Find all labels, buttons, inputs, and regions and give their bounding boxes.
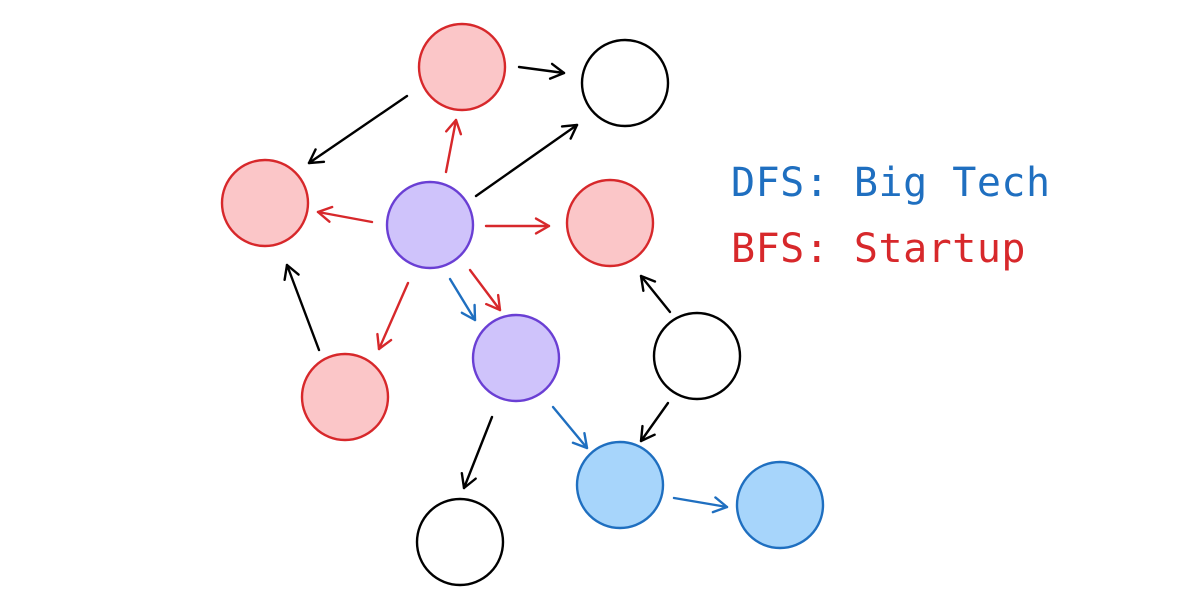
edge-line <box>285 263 321 352</box>
edge-layer <box>283 62 729 514</box>
edge-line <box>444 118 458 174</box>
arrowhead <box>283 263 300 282</box>
node-layer <box>220 22 825 587</box>
edge-start-to-left-bfs <box>316 205 374 224</box>
node-right <box>565 178 655 268</box>
edge-start-to-top-bfs <box>444 118 463 174</box>
node-top <box>417 22 507 112</box>
edge-middle-to-bottom-neutral <box>460 415 494 490</box>
node-bottom <box>415 497 505 587</box>
edge-line <box>307 94 409 165</box>
edge-middle-to-blue-a-dfs <box>551 405 589 450</box>
edge-start-to-right-bfs <box>484 217 551 235</box>
arrowhead <box>376 332 393 351</box>
arrowhead <box>316 205 334 223</box>
edge-line <box>474 123 579 198</box>
node-blue-b <box>735 460 825 550</box>
edge-start-to-middle-bfs <box>468 268 502 312</box>
edge-line <box>448 277 477 322</box>
arrowhead <box>307 148 326 165</box>
arrowhead <box>639 274 657 293</box>
edge-line <box>672 496 729 509</box>
edge-mid-right-to-right-neutral <box>639 274 672 314</box>
arrowhead <box>460 471 477 490</box>
edge-line <box>517 65 566 75</box>
arrowhead <box>445 118 463 136</box>
node-middle <box>471 313 561 403</box>
edge-line <box>551 405 589 450</box>
edge-line <box>639 401 670 443</box>
edge-blue-a-to-blue-b-dfs <box>672 496 729 514</box>
edge-top-to-top-right-neutral <box>517 62 566 80</box>
arrowhead <box>534 217 551 235</box>
arrowhead <box>571 432 589 450</box>
edge-line <box>377 281 410 351</box>
legend: DFS: Big Tech BFS: Startup <box>731 150 1051 282</box>
arrowhead <box>548 62 566 80</box>
edge-start-to-top-right-neutral <box>474 123 579 198</box>
node-top-right <box>580 38 670 128</box>
arrowhead <box>485 293 502 312</box>
edge-top-to-left-neutral <box>307 94 409 165</box>
edge-lower-left-to-left-neutral <box>283 263 321 352</box>
legend-bfs-label: BFS: Startup <box>731 226 1026 272</box>
arrowhead <box>711 496 729 514</box>
node-left <box>220 158 310 248</box>
edge-start-to-lower-left-bfs <box>376 281 410 351</box>
node-blue-a <box>575 440 665 530</box>
edge-line <box>468 268 502 312</box>
arrowhead <box>639 424 656 443</box>
edge-line <box>316 210 374 224</box>
arrowhead <box>560 123 579 140</box>
node-start <box>385 180 475 270</box>
arrowhead <box>460 303 477 322</box>
legend-dfs-label: DFS: Big Tech <box>731 160 1051 206</box>
edge-mid-right-to-blue-a-neutral <box>639 401 670 443</box>
edge-line <box>462 415 494 490</box>
node-lower-left <box>300 352 390 442</box>
edge-line <box>639 274 672 314</box>
node-mid-right <box>652 311 742 401</box>
edge-start-to-middle-dfs <box>448 277 477 322</box>
